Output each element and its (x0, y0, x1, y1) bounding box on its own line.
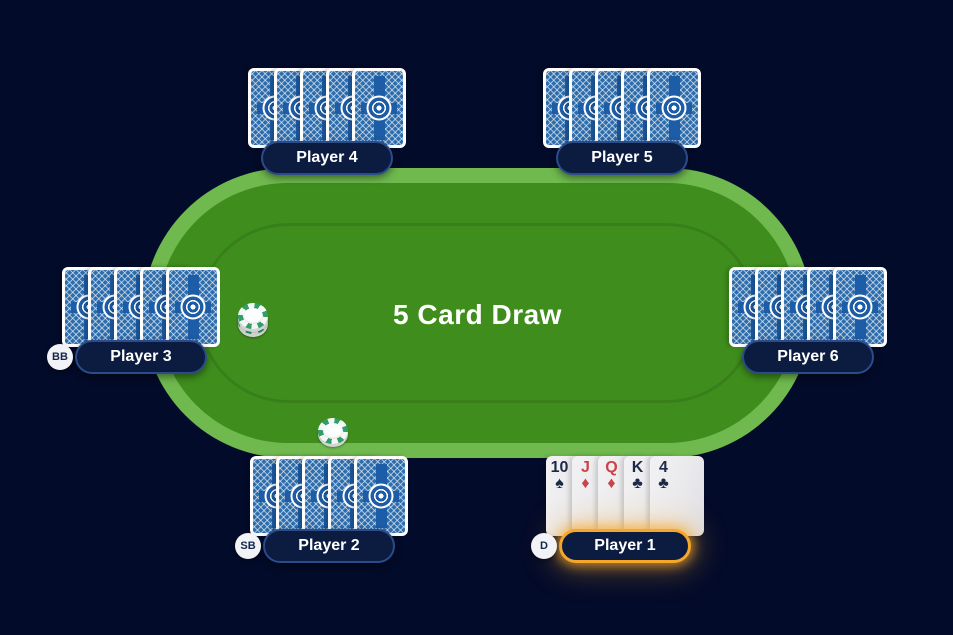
card-pip: 10♠ (550, 459, 569, 492)
card-row (729, 267, 887, 347)
dealer-badge: D (531, 533, 557, 559)
seat-player-4: Player 4 (248, 68, 406, 180)
player-name-label: Player 2 (298, 537, 360, 554)
player-name-label: Player 4 (296, 149, 358, 166)
seat-player-3: BB Player 3 (47, 267, 220, 379)
card-back-pattern (836, 270, 884, 344)
card-back-pattern (357, 459, 405, 533)
card-back-pattern (650, 71, 698, 145)
card-4-club[interactable]: 4♣ (650, 456, 704, 536)
card-back-pattern (169, 270, 217, 344)
seat-player-5: Player 5 (543, 68, 701, 180)
seat-player-6: Player 6 (729, 267, 887, 379)
chip-stack (318, 412, 348, 446)
card-pip: Q♦ (605, 459, 618, 492)
card-pip: 4♣ (658, 459, 669, 492)
card-back (833, 267, 887, 347)
seat-player-1: 10♠ J♦ Q♦ K♣ 4♣ D Player 1 (531, 456, 704, 568)
player-name-pill[interactable]: Player 4 (261, 141, 393, 175)
player-name-pill[interactable]: Player 5 (556, 141, 688, 175)
game-title: 5 Card Draw (393, 299, 562, 330)
player-name-pill[interactable]: Player 3 (75, 340, 207, 374)
player-name-label: Player 3 (110, 348, 172, 365)
card-row (543, 68, 701, 148)
poker-chip (318, 418, 348, 444)
poker-table: 5 Card Draw (143, 168, 812, 458)
card-pip: K♣ (631, 459, 644, 492)
card-back-pattern (355, 71, 403, 145)
card-back (166, 267, 220, 347)
card-row (248, 68, 406, 148)
card-back (352, 68, 406, 148)
card-back (647, 68, 701, 148)
player-name-pill[interactable]: Player 6 (742, 340, 874, 374)
card-pip: J♦ (581, 459, 590, 492)
big-blind-badge: BB (47, 344, 73, 370)
player-name-pill[interactable]: Player 2 (263, 529, 395, 563)
card-row (250, 456, 408, 536)
small-blind-badge: SB (235, 533, 261, 559)
poker-chip (238, 303, 268, 329)
player-name-label: Player 1 (594, 537, 656, 554)
seat-player-2: SB Player 2 (235, 456, 408, 568)
chip-stack (238, 301, 268, 335)
card-back (354, 456, 408, 536)
player-name-label: Player 5 (591, 149, 653, 166)
card-row (62, 267, 220, 347)
card-row: 10♠ J♦ Q♦ K♣ 4♣ (546, 456, 704, 536)
player-name-pill[interactable]: Player 1 (559, 529, 691, 563)
player-name-label: Player 6 (777, 348, 839, 365)
